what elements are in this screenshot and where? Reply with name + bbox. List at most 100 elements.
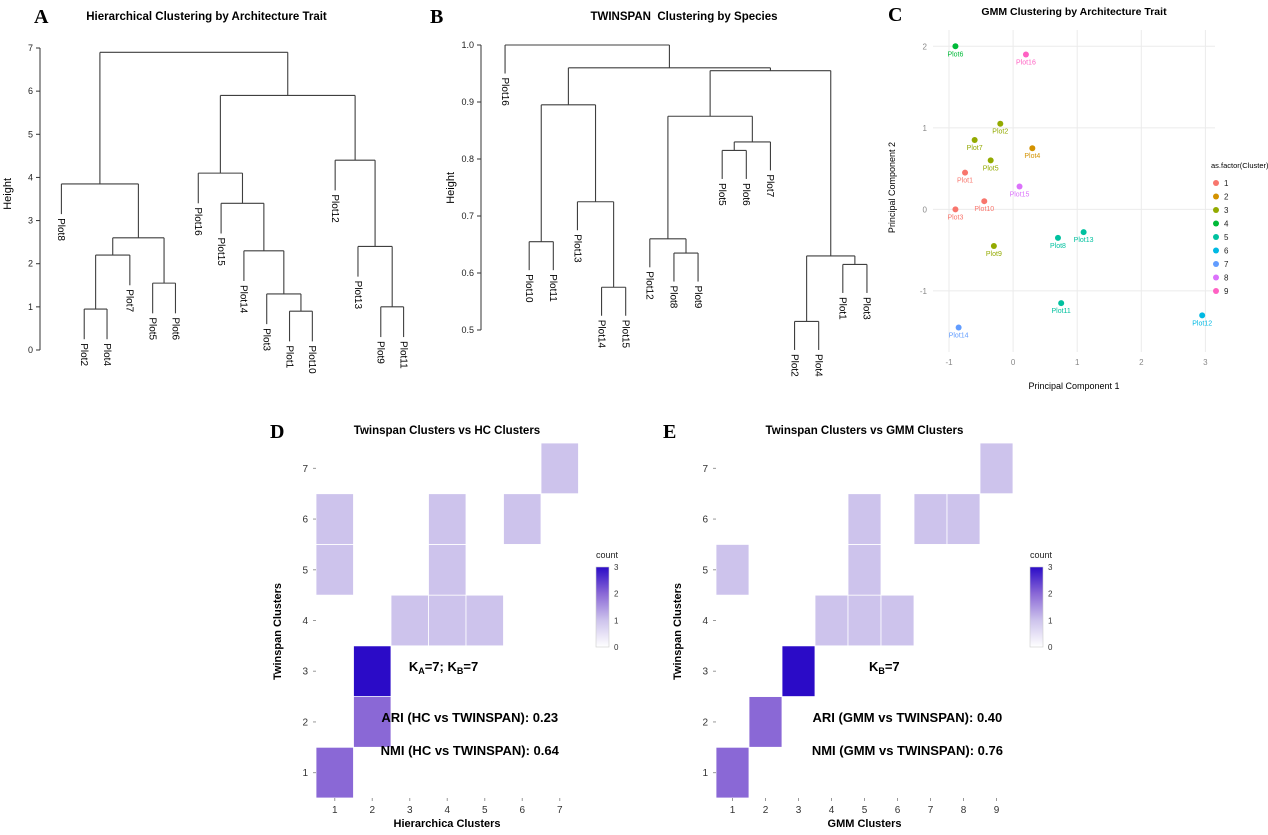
heatmap-cell: [814, 594, 849, 647]
leaf-label: Plot16: [499, 78, 510, 107]
panel-a-title: Hierarchical Clustering by Architecture …: [86, 11, 327, 23]
heatmap-cell: [503, 493, 542, 545]
legend-item-label: 7: [1224, 260, 1229, 269]
heatmap-cell: [428, 544, 467, 596]
legend-swatch: [1213, 207, 1219, 213]
x-axis-tick-label: 2: [369, 805, 375, 816]
leaf-label: Plot12: [329, 194, 340, 223]
leaf-label: Plot11: [397, 341, 408, 369]
point-label: Plot4: [1024, 153, 1040, 160]
heatmap-cell: [847, 594, 882, 647]
leaf-label: Plot15: [619, 320, 630, 349]
data-point: [987, 157, 994, 164]
y-axis-tick-label: 5: [702, 565, 708, 576]
legend-tick-label: 1: [1048, 616, 1053, 625]
y-axis-tick-label: 5: [28, 129, 33, 139]
point-label: Plot3: [947, 214, 963, 221]
panel-c-title: GMM Clustering by Architecture Trait: [981, 6, 1167, 18]
legend-swatch: [1213, 220, 1219, 227]
leaf-label: Plot6: [169, 317, 180, 340]
y-axis-tick-label: 5: [302, 565, 308, 576]
legend-swatch: [1213, 288, 1219, 294]
y-axis-tick-label: 1: [302, 768, 308, 779]
y-axis-tick-label: 2: [923, 42, 928, 51]
legend-item-label: 1: [1224, 179, 1229, 188]
heatmap-cell: [946, 493, 981, 545]
leaf-label: Plot2: [788, 354, 799, 377]
y-axis-tick-label: 0.7: [461, 211, 474, 221]
annotation-text: ARI (GMM vs TWINSPAN): 0.40: [813, 710, 1003, 725]
y-axis-tick-label: 1: [702, 768, 708, 779]
legend-item-label: 2: [1224, 193, 1229, 202]
y-axis-tick-label: 3: [28, 216, 33, 226]
leaf-label: Plot4: [812, 354, 823, 377]
y-axis-tick-label: 0: [923, 205, 928, 214]
x-axis-tick-label: 4: [829, 805, 835, 816]
legend-title: count: [596, 550, 619, 560]
y-axis-tick-label: 4: [302, 616, 308, 627]
legend-tick-label: 2: [614, 590, 619, 599]
y-axis-tick-label: 1: [923, 124, 928, 133]
legend-tick-label: 0: [614, 643, 619, 652]
leaf-label: Plot12: [644, 271, 655, 300]
point-label: Plot14: [949, 333, 969, 340]
leaf-label: Plot9: [692, 286, 703, 309]
panel-c-y-axis-label: Principal Component 2: [887, 142, 897, 234]
data-point: [1029, 145, 1036, 152]
data-point: [952, 206, 959, 213]
point-label: Plot2: [992, 129, 1008, 136]
annotation-segment: =7; K: [425, 659, 458, 674]
leaf-label: Plot8: [55, 218, 66, 241]
heatmap-cell: [540, 442, 579, 495]
legend-swatch: [1213, 193, 1219, 200]
annotation-segment: K: [869, 659, 879, 674]
leaf-label: Plot9: [375, 341, 386, 364]
panel-c-x-axis-label: Principal Component 1: [1028, 381, 1120, 391]
y-axis-tick-label: -1: [920, 287, 928, 296]
data-point: [990, 243, 997, 250]
y-axis-tick-label: 0.6: [461, 268, 474, 278]
point-label: Plot12: [1192, 320, 1212, 327]
y-axis-tick-label: 4: [28, 172, 33, 182]
y-axis-tick-label: 6: [702, 515, 708, 526]
x-axis-tick-label: 1: [730, 805, 736, 816]
legend-swatch: [1213, 247, 1219, 254]
data-point: [997, 120, 1004, 127]
leaf-label: Plot5: [716, 183, 727, 206]
legend-item-label: 9: [1224, 287, 1229, 296]
leaf-label: Plot10: [523, 274, 534, 303]
legend-swatch: [1213, 180, 1219, 186]
panel-label-e: E: [663, 421, 677, 443]
legend-swatch: [1213, 274, 1219, 281]
annotation-segment: ARI (HC vs TWINSPAN): 0.23: [381, 710, 558, 725]
legend-item-label: 6: [1224, 247, 1229, 256]
x-axis-tick-label: 8: [961, 805, 967, 816]
data-point: [955, 324, 962, 331]
legend-swatch: [1213, 261, 1219, 267]
annotation-segment: NMI (GMM vs TWINSPAN): 0.76: [812, 743, 1003, 758]
leaf-label: Plot7: [764, 174, 775, 197]
leaf-label: Plot16: [192, 207, 203, 236]
leaf-label: Plot10: [306, 345, 317, 374]
heatmap-cell: [428, 594, 467, 647]
heatmap-cell: [390, 594, 429, 647]
y-axis-tick-label: 7: [302, 464, 308, 475]
heatmap-cell: [715, 746, 750, 799]
leaf-label: Plot1: [283, 345, 294, 368]
x-axis-tick-label: 6: [519, 805, 525, 816]
x-axis-tick-label: 0: [1011, 358, 1016, 367]
x-axis-tick-label: 7: [928, 805, 934, 816]
heatmap-cell: [847, 544, 882, 596]
x-axis-tick-label: 5: [482, 805, 488, 816]
data-point: [962, 169, 969, 176]
data-point: [1199, 312, 1206, 319]
data-point: [981, 198, 988, 205]
leaf-label: Plot15: [215, 238, 226, 267]
